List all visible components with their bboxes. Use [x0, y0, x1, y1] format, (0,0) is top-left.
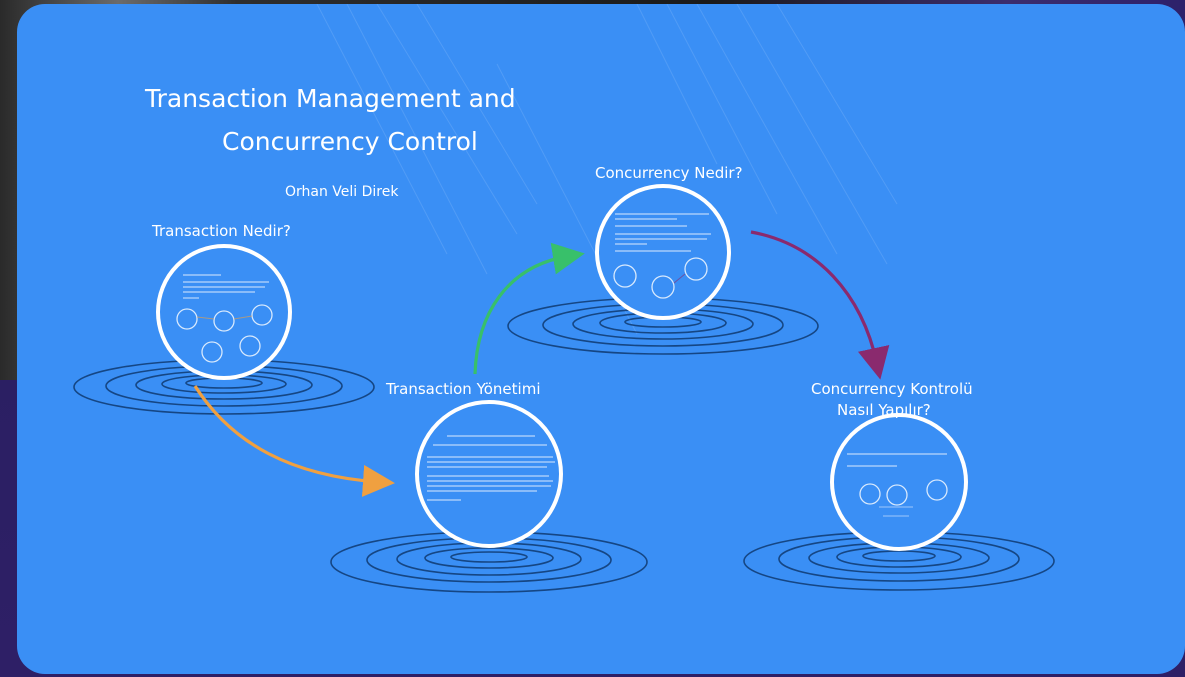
canvas-graphics — [73, 4, 1055, 593]
topic-circle-transaction-yonetimi — [415, 400, 563, 548]
arrow-orange — [193, 385, 395, 497]
presentation-title-line-1: Transaction Management and — [145, 84, 516, 113]
topic-heading-concurrency-kontrolu-subtitle[interactable]: Nasıl Yapılır? — [837, 401, 931, 419]
topic-heading-concurrency-kontrolu[interactable]: Concurrency Kontrolü — [811, 380, 973, 398]
topic-circle-concurrency-kontrolu — [830, 413, 968, 551]
arrow-purple — [750, 230, 890, 380]
presentation-canvas[interactable]: Transaction Management and Concurrency C… — [17, 4, 1185, 674]
topic-heading-transaction-yonetimi[interactable]: Transaction Yönetimi — [386, 380, 541, 398]
topic-circle-transaction-nedir — [156, 244, 292, 380]
presentation-title-line-2: Concurrency Control — [222, 127, 478, 156]
author-name: Orhan Veli Direk — [285, 184, 399, 200]
topic-heading-transaction-nedir[interactable]: Transaction Nedir? — [152, 222, 291, 240]
topic-heading-concurrency-nedir[interactable]: Concurrency Nedir? — [595, 164, 743, 182]
topic-circle-concurrency-nedir — [595, 184, 731, 320]
arrow-green — [473, 242, 585, 375]
